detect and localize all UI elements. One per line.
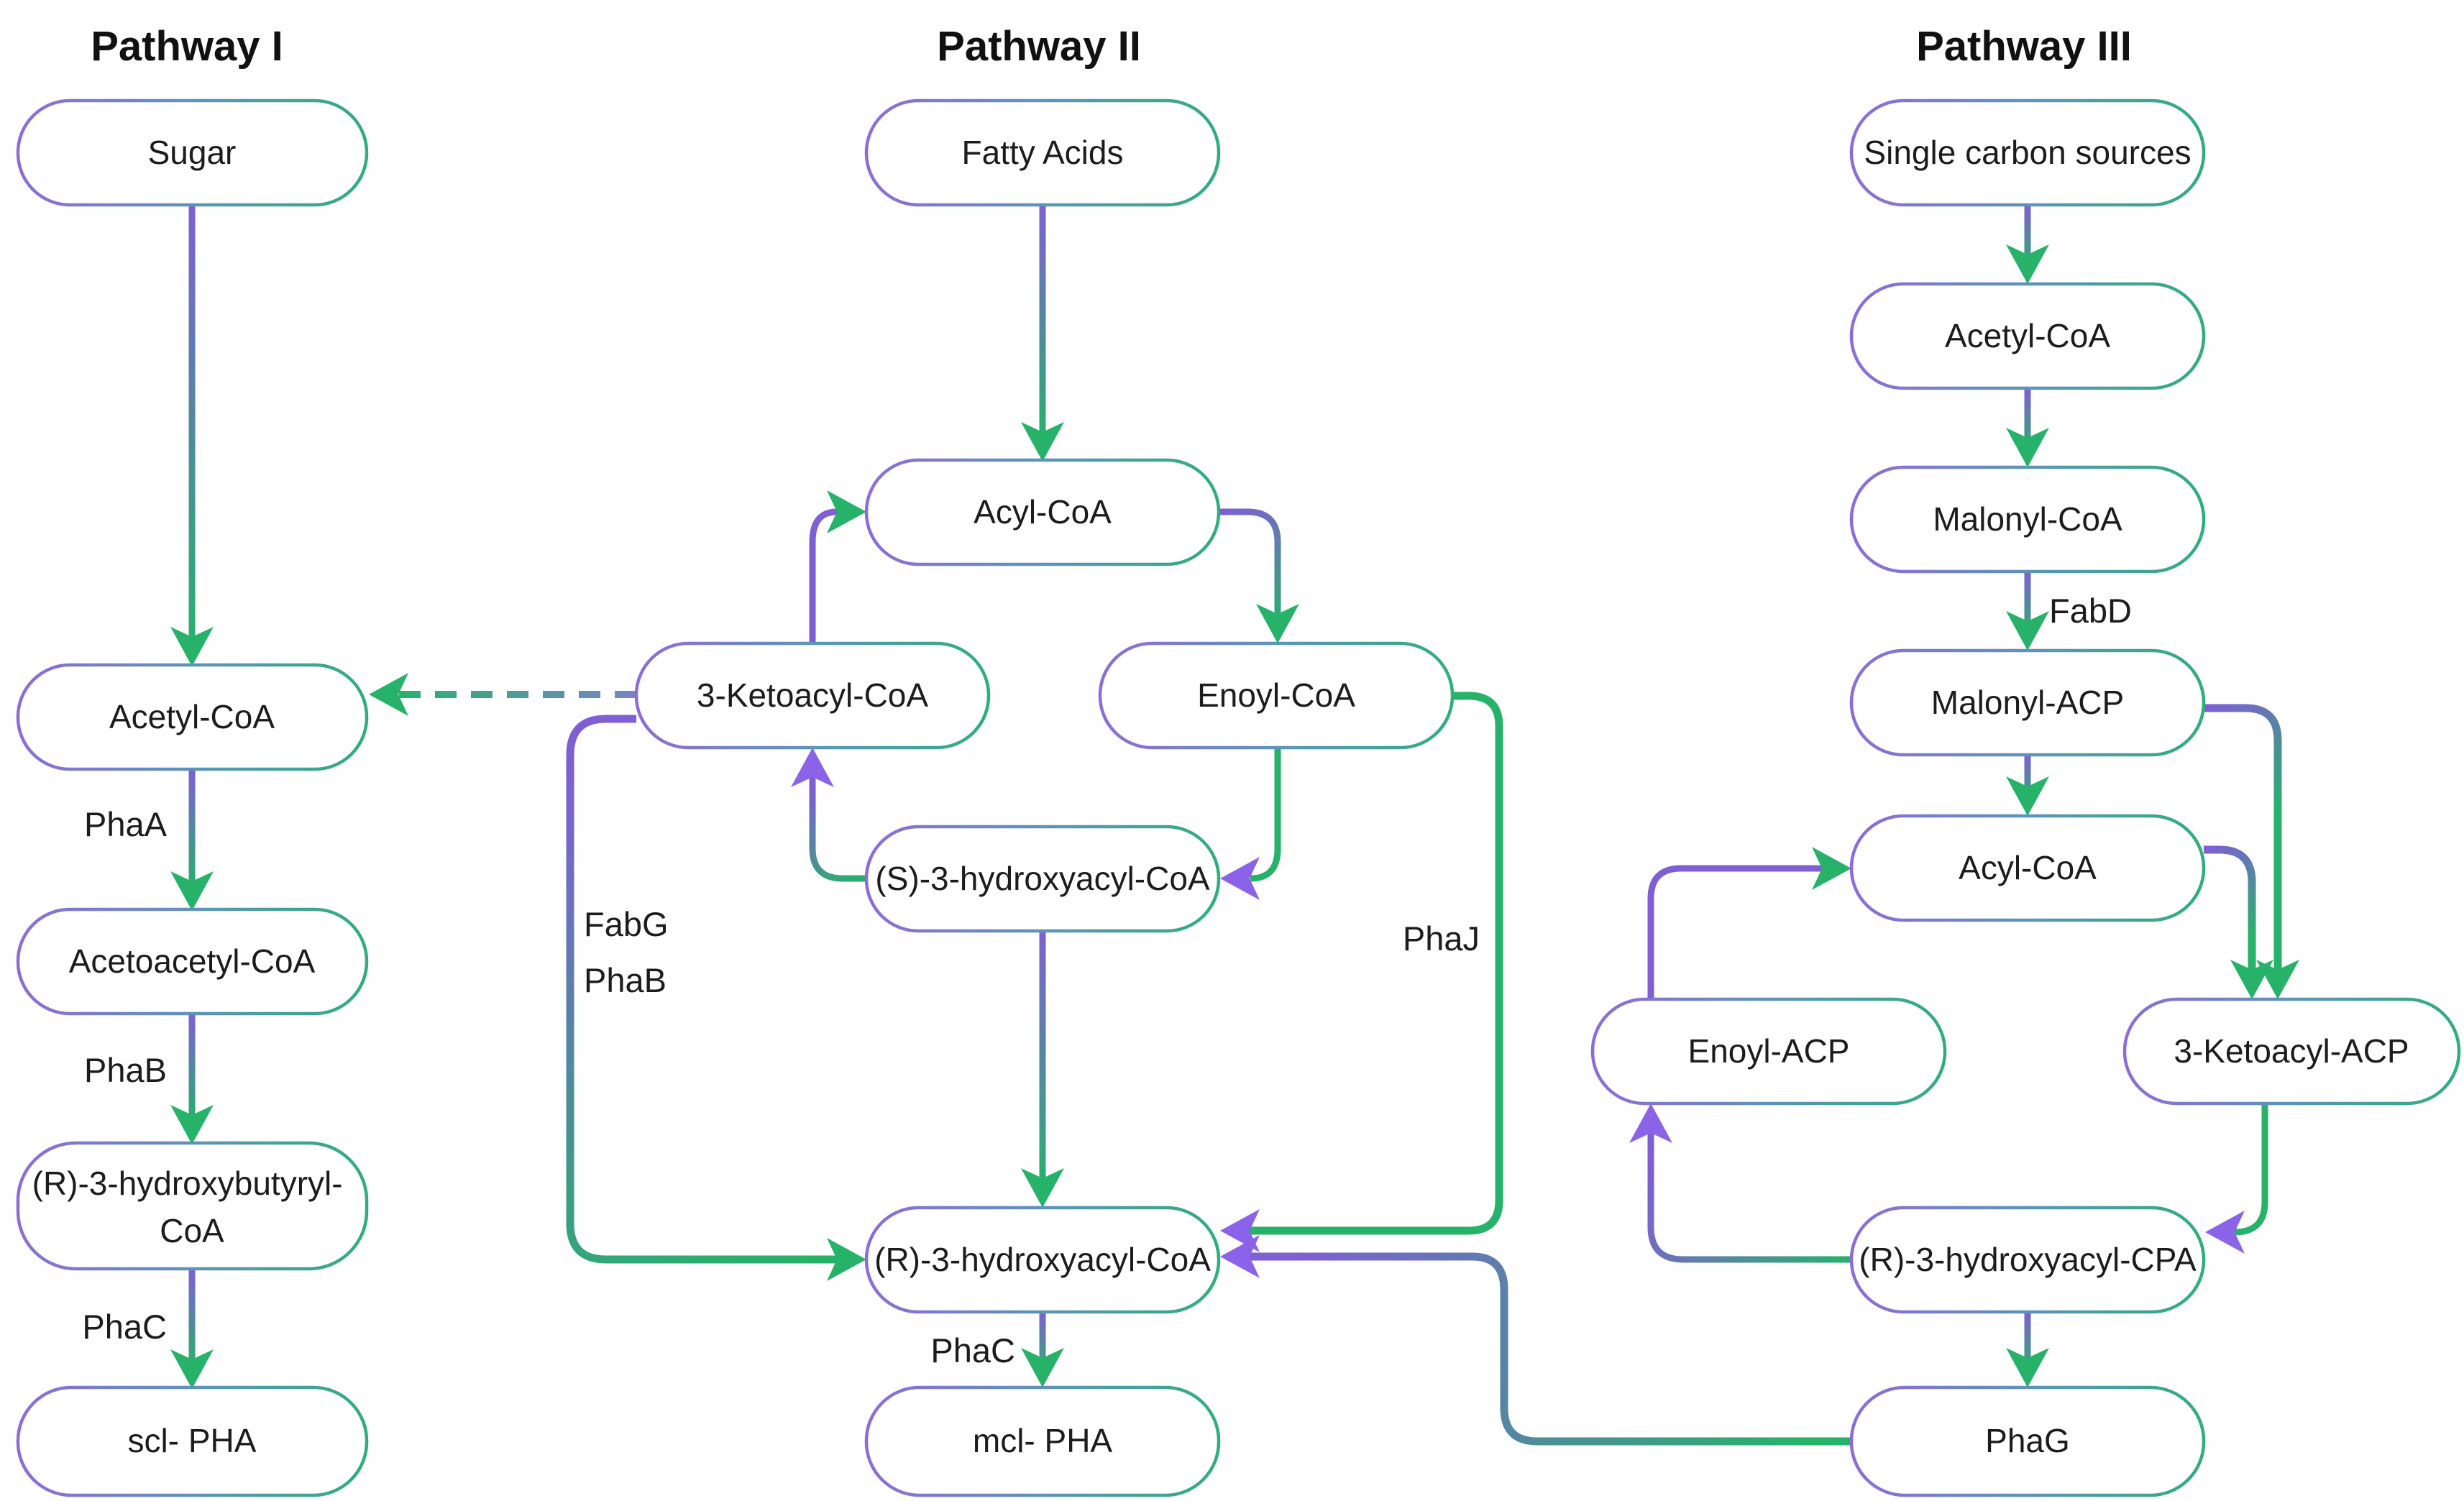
- arrowhead-ketoacyl-coa-to-acyl-coa: [827, 490, 866, 533]
- node-ketoacyl-coa: 3-Ketoacyl-CoA: [634, 641, 991, 750]
- pathway2-title: Pathway II: [937, 23, 1141, 70]
- node-r3-hydroxybutyryl-coa-label: (R)-3-hydroxybutyryl- CoA: [32, 1165, 352, 1249]
- enzyme-label-phac-p2: PhaC: [930, 1331, 1015, 1369]
- node-r3-hydroxyacyl-cpa-label: (R)-3-hydroxyacyl-CPA: [1859, 1241, 2197, 1278]
- arrow-malonyl-acp-to-ketoacyl-acp: [2204, 704, 2282, 970]
- enzyme-label-fabg: FabG: [584, 905, 669, 943]
- enzyme-label-phab-p2: PhaB: [584, 961, 667, 999]
- node-enoyl-coa: Enoyl-CoA: [1098, 641, 1455, 750]
- node-malonyl-coa-label: Malonyl-CoA: [1933, 500, 2122, 538]
- arrow-ketoacyl-acp-to-r3ha-cpa: [2234, 1103, 2268, 1236]
- arrowhead-acetyl-coa-to-malonyl-coa: [2006, 428, 2049, 467]
- arrowhead-acyl-coa-to-ketoacyl-acp: [2230, 960, 2273, 999]
- node-enoyl-acp: Enoyl-ACP: [1590, 997, 1947, 1106]
- node-scl-pha-label: scl- PHA: [128, 1422, 257, 1459]
- enzyme-label-fabd: FabD: [2049, 592, 2132, 630]
- node-ketoacyl-acp: 3-Ketoacyl-ACP: [2122, 997, 2461, 1106]
- node-mcl-pha-label: mcl- PHA: [973, 1422, 1113, 1459]
- arrowhead-r3ha-cpa-to-phag: [2006, 1348, 2049, 1387]
- node-acetyl-coa-p3-label: Acetyl-CoA: [1945, 317, 2110, 354]
- node-fatty-acids: Fatty Acids: [864, 98, 1221, 207]
- node-r3-hydroxyacyl-cpa: (R)-3-hydroxyacyl-CPA: [1849, 1206, 2206, 1314]
- arrowhead-malonyl-acp-to-acyl-coa: [2006, 776, 2049, 816]
- arrowhead-r3ha-cpa-to-enoyl-acp: [1629, 1103, 1672, 1143]
- arrowhead-ketoacyl-acp-to-r3ha-cpa: [2205, 1211, 2245, 1254]
- arrow-enoyl-coa-to-r3ha-coa-phaj: [1250, 692, 1503, 1235]
- node-ketoacyl-acp-label: 3-Ketoacyl-ACP: [2174, 1032, 2409, 1070]
- arrow-ketoacyl-coa-to-r3ha-coa-fabg-phab: [566, 715, 837, 1264]
- pathway3-title: Pathway III: [1916, 23, 2132, 70]
- node-sugar: Sugar: [16, 98, 369, 207]
- node-ketoacyl-coa-label: 3-Ketoacyl-CoA: [697, 676, 928, 714]
- enzyme-label-phaa: PhaA: [84, 805, 168, 843]
- node-acetyl-coa-p1-label: Acetyl-CoA: [109, 698, 275, 735]
- enzyme-label-phac-p1: PhaC: [82, 1308, 167, 1346]
- arrow-s3ha-coa-to-ketoacyl-coa: [809, 777, 866, 882]
- arrowhead-enoyl-coa-to-s3ha-coa: [1220, 857, 1260, 900]
- arrow-r3ha-cpa-to-enoyl-acp: [1647, 1133, 1851, 1263]
- node-s3-hydroxyacyl-coa: (S)-3-hydroxyacyl-CoA: [864, 825, 1221, 933]
- node-r3-hydroxybutyryl-coa: (R)-3-hydroxybutyryl- CoA: [16, 1141, 369, 1271]
- node-single-carbon-sources: Single carbon sources: [1849, 98, 2206, 207]
- node-r3-hydroxyacyl-coa: (R)-3-hydroxyacyl-CoA: [864, 1206, 1221, 1314]
- node-acetoacetyl-coa: Acetoacetyl-CoA: [16, 907, 369, 1016]
- arrowhead-acetoacetyl-to-r3hb: [170, 1105, 214, 1144]
- arrowhead-ketoacyl-coa-to-acetyl-coa: [369, 673, 408, 716]
- node-malonyl-acp-label: Malonyl-ACP: [1931, 684, 2124, 721]
- arrowhead-fatty-acids-to-acyl-coa: [1021, 422, 1064, 462]
- arrowhead-single-carbon-to-acetyl-coa: [2006, 244, 2049, 284]
- node-s3-hydroxyacyl-coa-label: (S)-3-hydroxyacyl-CoA: [875, 860, 1210, 897]
- node-fatty-acids-label: Fatty Acids: [962, 134, 1124, 171]
- node-phag: PhaG: [1849, 1385, 2206, 1497]
- node-acyl-coa-p2: Acyl-CoA: [864, 458, 1221, 566]
- arrowhead-r3hb-to-scl-pha: [170, 1349, 214, 1389]
- enzyme-label-phaj: PhaJ: [1403, 919, 1480, 958]
- arrow-ketoacyl-coa-to-acyl-coa: [809, 508, 838, 643]
- node-acetoacetyl-coa-label: Acetoacetyl-CoA: [69, 942, 316, 980]
- arrow-enoyl-acp-to-acyl-coa: [1647, 865, 1822, 999]
- node-acyl-coa-p3: Acyl-CoA: [1849, 814, 2206, 922]
- arrowhead-ketoacyl-coa-to-r3ha-coa: [827, 1238, 866, 1281]
- arrow-phag-to-r3ha-coa: [1250, 1252, 1851, 1446]
- node-scl-pha: scl- PHA: [16, 1385, 369, 1497]
- node-mcl-pha: mcl- PHA: [864, 1385, 1221, 1497]
- arrowhead-enoyl-acp-to-acyl-coa: [1812, 847, 1851, 890]
- arrowhead-s3ha-coa-to-ketoacyl-coa: [791, 748, 834, 787]
- arrow-enoyl-coa-to-s3ha-coa: [1250, 748, 1281, 882]
- node-acyl-coa-p3-label: Acyl-CoA: [1959, 849, 2097, 886]
- arrowhead-r3ha-coa-to-mcl-pha: [1021, 1348, 1064, 1387]
- pathway1-title: Pathway I: [91, 23, 283, 70]
- arrowhead-malonyl-coa-to-malonyl-acp: [2006, 611, 2049, 651]
- arrowhead-acyl-coa-to-enoyl-coa: [1256, 604, 1299, 643]
- arrowhead-phag-to-r3ha-coa: [1220, 1235, 1260, 1278]
- arrowhead-acetyl-to-acetoacetyl: [170, 871, 214, 911]
- node-acetyl-coa-p3: Acetyl-CoA: [1849, 282, 2206, 390]
- node-sugar-label: Sugar: [148, 134, 237, 171]
- node-r3-hydroxyacyl-coa-label: (R)-3-hydroxyacyl-CoA: [874, 1241, 1211, 1278]
- node-acyl-coa-p2-label: Acyl-CoA: [974, 493, 1112, 531]
- arrow-acyl-coa-to-enoyl-coa: [1219, 508, 1281, 614]
- node-malonyl-acp: Malonyl-ACP: [1849, 648, 2206, 757]
- node-malonyl-coa: Malonyl-CoA: [1849, 465, 2206, 574]
- arrowhead-sugar-to-acetyl-coa: [170, 627, 214, 666]
- enzyme-label-phab-p1: PhaB: [84, 1051, 167, 1089]
- node-enoyl-coa-label: Enoyl-CoA: [1197, 676, 1355, 714]
- node-phag-label: PhaG: [1985, 1422, 2070, 1459]
- node-single-carbon-sources-label: Single carbon sources: [1864, 134, 2191, 171]
- arrowhead-s3ha-coa-to-r3ha-coa: [1021, 1168, 1064, 1208]
- node-acetyl-coa-p1: Acetyl-CoA: [16, 663, 369, 771]
- node-enoyl-acp-label: Enoyl-ACP: [1688, 1032, 1850, 1070]
- arrow-acyl-coa-to-ketoacyl-acp: [2204, 845, 2256, 970]
